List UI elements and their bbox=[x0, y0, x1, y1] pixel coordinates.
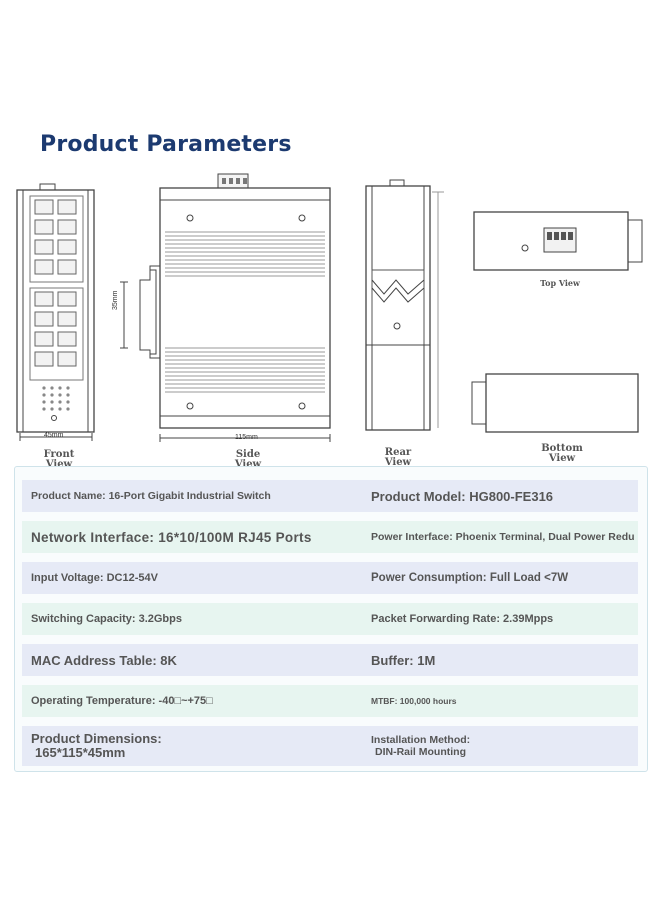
spec-buffer: Buffer: 1M bbox=[371, 652, 436, 668]
spec-row-6: Operating Temperature: -40□~+75□ MTBF: 1… bbox=[22, 685, 638, 717]
drawing-canvas bbox=[16, 173, 643, 442]
spec-power-interface: Power Interface: Phoenix Terminal, Dual … bbox=[371, 531, 635, 543]
spec-row-3: Input Voltage: DC12-54V Power Consumptio… bbox=[22, 562, 638, 594]
spec-row-5: MAC Address Table: 8K Buffer: 1M bbox=[22, 644, 638, 676]
spec-installation-method-label: Installation Method: bbox=[371, 734, 471, 746]
label-front-view: Front View bbox=[43, 449, 75, 470]
spec-installation-method: Installation Method: DIN-Rail Mounting bbox=[371, 726, 638, 766]
spec-product-name: Product Name: 16-Port Gigabit Industrial… bbox=[31, 490, 271, 502]
spec-row-4: Switching Capacity: 3.2Gbps Packet Forwa… bbox=[22, 603, 638, 635]
top-view-drawing bbox=[473, 211, 643, 271]
spec-product-dimensions-label: Product Dimensions: bbox=[31, 731, 162, 746]
technical-drawings: 45mm 115mm 35mm Front View Side View Rea… bbox=[0, 170, 660, 470]
label-side-view: Side View bbox=[234, 449, 262, 470]
spec-row-1: Product Name: 16-Port Gigabit Industrial… bbox=[22, 480, 638, 512]
spec-mac-table: MAC Address Table: 8K bbox=[31, 652, 177, 668]
spec-row-7: Product Dimensions: 165*115*45mm Install… bbox=[22, 726, 638, 766]
bottom-view-drawing bbox=[471, 373, 639, 433]
spec-installation-method-value: DIN-Rail Mounting bbox=[375, 746, 466, 758]
page-heading: Product Parameters bbox=[40, 132, 292, 157]
spec-input-voltage: Input Voltage: DC12-54V bbox=[31, 572, 158, 584]
rear-view-drawing bbox=[365, 179, 444, 431]
spec-switching-capacity: Switching Capacity: 3.2Gbps bbox=[31, 613, 182, 625]
spec-product-model: Product Model: HG800-FE316 bbox=[371, 488, 554, 504]
label-top-view: Top View bbox=[540, 278, 580, 288]
spec-operating-temperature: Operating Temperature: -40□~+75□ bbox=[31, 695, 213, 707]
spec-row-2: Network Interface: 16*10/100M RJ45 Ports… bbox=[22, 521, 638, 553]
label-bottom-view: Bottom View bbox=[541, 443, 583, 464]
spec-packet-forwarding: Packet Forwarding Rate: 2.39Mpps bbox=[371, 613, 554, 625]
spec-product-dimensions: Product Dimensions: 165*115*45mm bbox=[31, 726, 361, 766]
dimension-width-front: 45mm bbox=[44, 432, 64, 439]
dimension-rail-height: 35mm bbox=[112, 290, 119, 310]
front-view-drawing bbox=[16, 183, 95, 441]
spec-product-dimensions-value: 165*115*45mm bbox=[35, 745, 126, 760]
label-rear-view: Rear View bbox=[384, 447, 412, 468]
spec-network-interface: Network Interface: 16*10/100M RJ45 Ports bbox=[31, 529, 312, 545]
spec-power-consumption: Power Consumption: Full Load <7W bbox=[371, 572, 569, 584]
side-view-drawing bbox=[120, 173, 331, 442]
dimension-length-side: 115mm bbox=[235, 434, 258, 441]
spec-mtbf: MTBF: 100,000 hours bbox=[371, 696, 457, 706]
